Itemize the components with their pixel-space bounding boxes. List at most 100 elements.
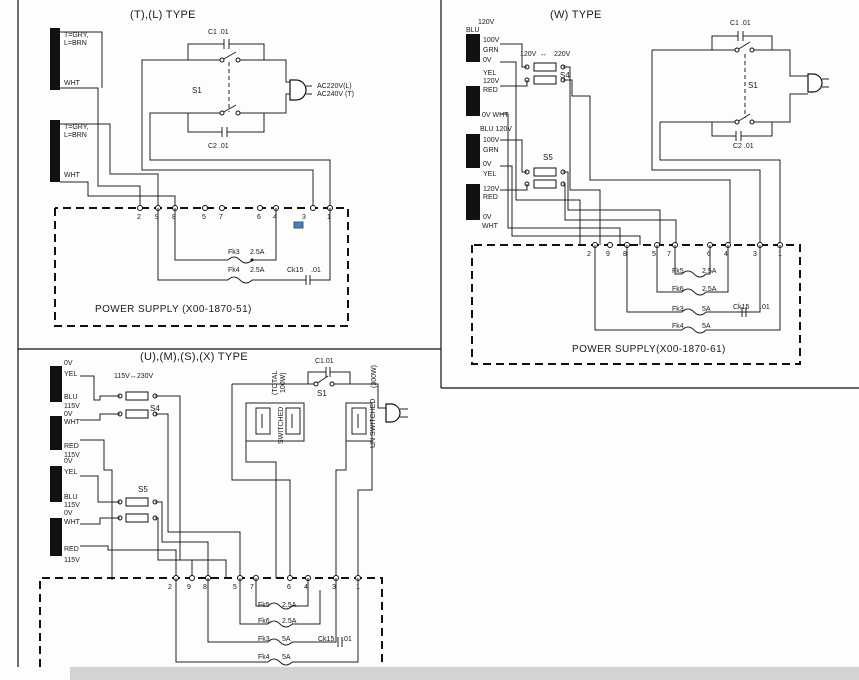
tap-label: 100V: [483, 37, 500, 44]
ac-plug-icon: [385, 403, 401, 423]
tap-label: GRN: [483, 47, 499, 54]
panel-borders: [17, 0, 859, 667]
terminal-label: 9: [187, 584, 191, 591]
tap-label: BLU: [64, 394, 78, 401]
transformer-core: [50, 366, 62, 402]
tap-label: 0V WHT: [482, 112, 509, 119]
terminal-label: 1: [327, 214, 331, 221]
fuse-fk5-icon: [267, 602, 293, 610]
terminal-label: 5: [233, 584, 237, 591]
fuse-fk3-rating: 5A: [702, 306, 711, 313]
panel-title: (U),(M),(S),(X) TYPE: [140, 351, 248, 363]
transformer-tap-label: L=BRN: [64, 132, 87, 139]
total-label: (TOTAL: [272, 371, 279, 395]
capacitor-c1-label: C1 .01: [208, 29, 229, 36]
fuse-fk4-rating: 5A: [282, 654, 291, 661]
tap-label: 115V: [64, 557, 80, 564]
terminal-label: 7: [219, 214, 223, 221]
tap-label: YEL: [64, 371, 77, 378]
tap-label: RED: [64, 443, 79, 450]
fuse-fk3-icon: [227, 256, 253, 264]
panel-title: (W) TYPE: [550, 9, 602, 21]
transformer-core: [466, 34, 480, 62]
terminal-label: 6: [257, 214, 261, 221]
tap-label: 115V: [64, 403, 80, 410]
tap-label: YEL: [64, 469, 77, 476]
switched-outlet: [245, 402, 305, 442]
switch-s4-range: 120V: [520, 51, 537, 58]
panel-tl: (T),(L) TYPE T=GRY, L=BRN WHT T=GRY, L=B…: [50, 9, 354, 327]
terminal-label: 7: [250, 584, 254, 591]
tap-label: WHT: [482, 223, 499, 230]
terminal-label: 9: [606, 251, 610, 258]
switch-s1-label: S1: [192, 86, 202, 95]
transformer-core: [466, 184, 480, 220]
fuse-fk4-rating: 5A: [702, 323, 711, 330]
tap-label: 0V: [483, 57, 492, 64]
fuse-fk6-label: Fk6: [258, 618, 270, 625]
unswitched-wattage: (300W): [371, 365, 378, 388]
unswitched-outlet: [345, 402, 373, 442]
terminal-label: 9: [155, 214, 159, 221]
tap-label: 0V: [483, 161, 492, 168]
fuse-fk5-label: Fk5: [672, 268, 684, 275]
tap-label: WHT: [64, 419, 81, 426]
tap-label: RED: [64, 546, 79, 553]
capacitor-ck15-label: Ck15: [287, 267, 303, 274]
capacitor-c2-label: C2 .01: [733, 143, 754, 150]
plug-voltage-label: AC220V(L): [317, 83, 352, 90]
fuse-fk4-rating: 2.5A: [250, 267, 265, 274]
panel-title: (T),(L) TYPE: [130, 9, 196, 21]
tap-label: WHT: [64, 519, 81, 526]
fuse-fk6-label: Fk6: [672, 286, 684, 293]
switch-s4-range: 115V↔230V: [114, 373, 154, 380]
terminal-label: 7: [667, 251, 671, 258]
tap-label: YEL: [483, 70, 496, 77]
power-supply-box: [54, 207, 349, 327]
fuse-fk3-icon: [681, 308, 707, 316]
switch-s4-range: 220V: [554, 51, 571, 58]
fuse-fk5-rating: 2.5A: [282, 602, 297, 609]
fuse-fk4-label: Fk4: [228, 267, 240, 274]
tap-label: 0V: [64, 458, 73, 465]
tap-label: 0V: [64, 510, 73, 517]
total-label: 100W): [280, 372, 287, 393]
transformer-core: [50, 466, 62, 502]
fuse-fk6-icon: [681, 288, 707, 296]
transformer-tap-label: L=BRN: [64, 40, 87, 47]
tap-label: 0V: [64, 360, 73, 367]
capacitor-c1-label: C1 .01: [730, 20, 751, 27]
capacitor-ck15-label: Ck15: [733, 304, 749, 311]
terminal-label: 2: [137, 214, 141, 221]
fuse-fk3-label: Fk3: [228, 249, 240, 256]
fuse-fk5-icon: [681, 270, 707, 278]
tap-label: GRN: [483, 147, 499, 154]
fuse-fk4-icon: [227, 276, 253, 284]
fuse-fk3-rating: 5A: [282, 636, 291, 643]
fuse-fk6-rating: 2.5A: [702, 286, 717, 293]
terminal-label: 4: [724, 251, 728, 258]
capacitor-c2-label: C2 .01: [208, 143, 229, 150]
tap-label: 0V: [483, 214, 492, 221]
capacitor-ck15-value: .01: [342, 636, 352, 643]
terminal-label: 5: [202, 214, 206, 221]
transformer-core: [466, 86, 480, 116]
power-supply-label: POWER SUPPLY (X00-1870-51): [95, 304, 252, 315]
transformer-core: [50, 28, 60, 90]
tap-label: 120V: [483, 78, 500, 85]
transformer-core: [466, 134, 480, 168]
terminal-label: 4: [273, 214, 277, 221]
tap-label: RED: [483, 87, 498, 94]
plug-voltage-label: AC240V (T): [317, 91, 354, 98]
tap-label: 0V: [64, 411, 73, 418]
power-supply-box: [471, 244, 801, 365]
terminal-label: 6: [287, 584, 291, 591]
terminal-label: 2: [587, 251, 591, 258]
scan-bottom-strip: [70, 667, 859, 680]
tap-label: YEL: [483, 171, 496, 178]
transformer-tap-label: T=GRY,: [64, 124, 89, 131]
switched-label: SWITCHED: [278, 407, 285, 444]
transformer-tap-label: T=GRY,: [64, 32, 89, 39]
switch-s1-label: S1: [748, 81, 758, 90]
